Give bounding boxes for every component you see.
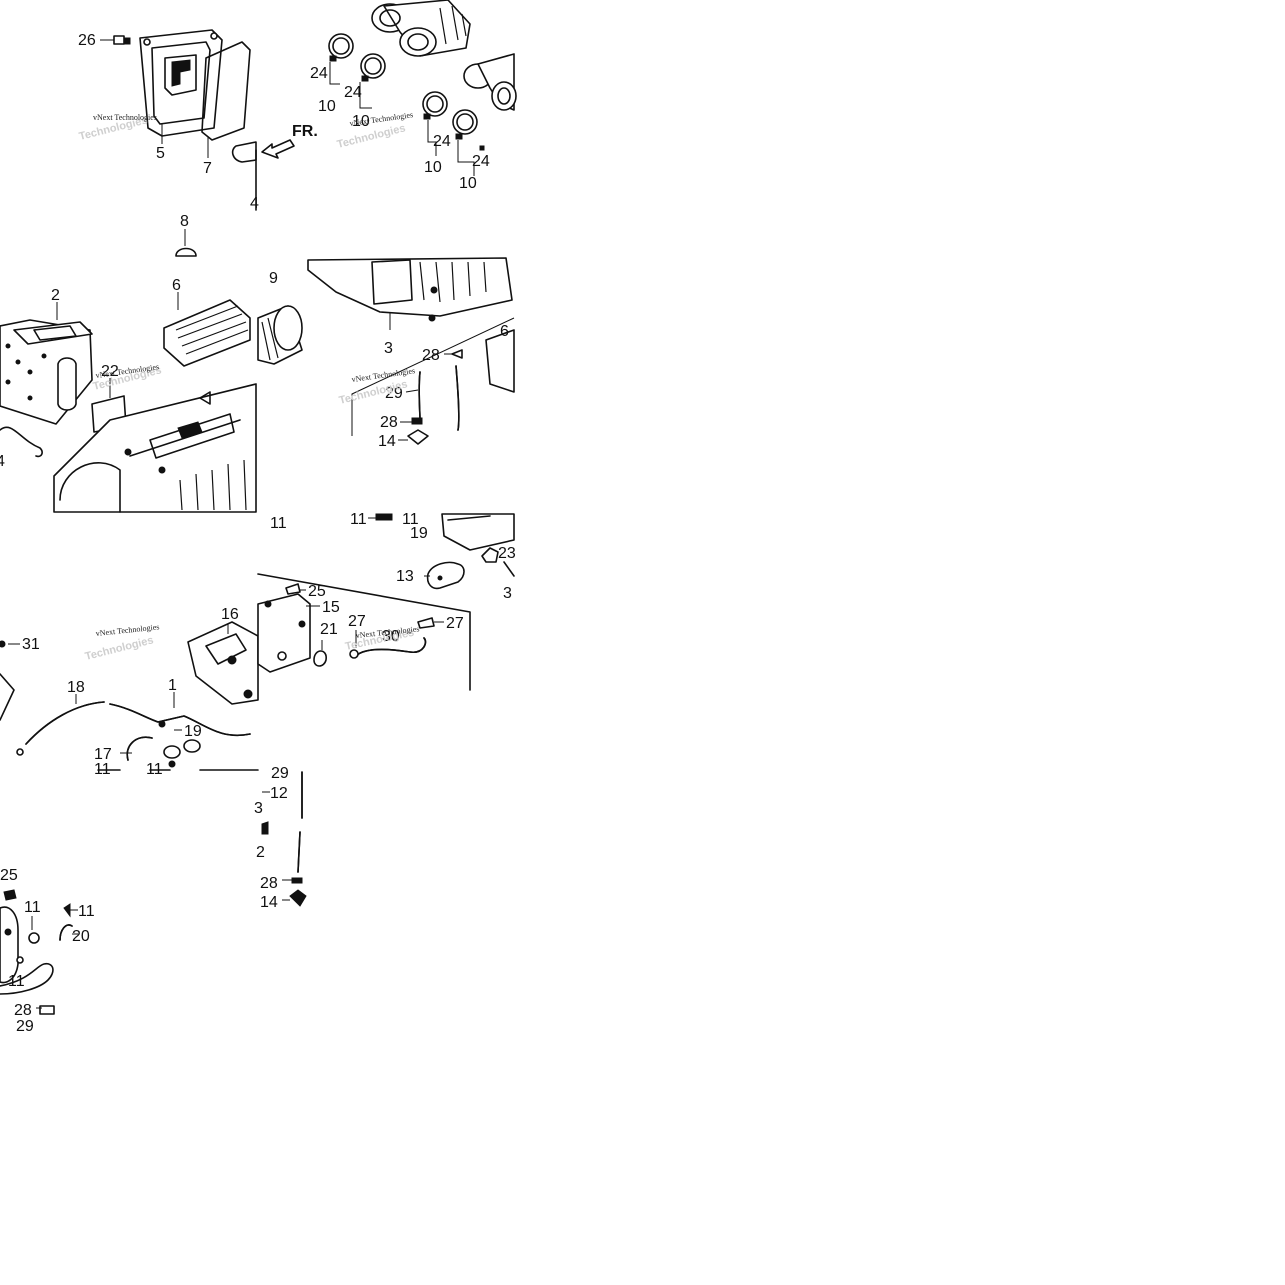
label-part-11-right: 11 [402, 511, 419, 528]
front-direction-arrow: FR. [261, 123, 318, 159]
lower-air-case [53, 383, 257, 513]
label-part-24-d: 24 [472, 153, 490, 170]
label-part-24-a: 24 [310, 65, 328, 82]
label-part-27-b: 27 [446, 615, 464, 632]
label-part-12: 12 [270, 785, 288, 802]
tile-breather-hoses: 31 16 18 1 19 17 11 11 Technologies vNex… [0, 606, 259, 778]
label-part-22: 22 [101, 363, 119, 380]
label-part-19: 19 [410, 525, 428, 542]
label-part-1: 1 [168, 677, 177, 694]
label-part-13: 13 [396, 568, 414, 585]
watermark-1: Technologies vNext Technologies [78, 113, 157, 143]
label-part-11-top: 11 [270, 515, 287, 532]
tile-cover-gasket: FR. 26 5 7 4 8 Technologies vNext Techno… [78, 29, 318, 257]
label-part-17: 17 [94, 746, 112, 763]
hose-clamps [328, 33, 485, 151]
tile-case-drain: 9 3 28 29 28 14 6 Technologies vNext Tec… [257, 257, 515, 450]
label-part-2-partial: 2 [256, 844, 265, 861]
label-part-11-c: 11 [8, 973, 25, 990]
svg-text:Technologies: Technologies [336, 122, 407, 151]
breather-hose [25, 701, 105, 745]
label-part-31: 31 [22, 636, 40, 653]
label-part-26: 26 [78, 32, 96, 49]
label-part-11-a: 11 [24, 899, 41, 916]
label-part-9: 9 [269, 270, 278, 287]
label-part-3-partial: 3 [254, 800, 263, 817]
mounting-plate [426, 561, 465, 590]
watermark-text: vNext Technologies [93, 113, 157, 122]
label-part-21: 21 [320, 621, 338, 638]
air-cleaner-cover [139, 29, 223, 137]
label-part-19: 19 [184, 723, 202, 740]
label-part-11-partial-a: 11 [94, 761, 111, 778]
air-filter-housing [0, 319, 93, 425]
label-part-24-b: 24 [344, 84, 362, 101]
drain-plug [175, 247, 197, 257]
label-part-6: 6 [172, 277, 181, 294]
connecting-tube [257, 305, 303, 365]
label-part-28-a: 28 [422, 347, 440, 364]
cover-gasket [201, 41, 251, 141]
tile-drain-tube: 29 12 3 2 28 14 [254, 765, 307, 911]
upper-air-case [307, 257, 513, 322]
grommet [481, 547, 499, 563]
label-part-6-partial: 6 [500, 323, 509, 340]
label-part-28: 28 [260, 875, 278, 892]
intake-tubes [371, 0, 517, 111]
label-part-28-b: 28 [380, 414, 398, 431]
tube-fragment [231, 141, 257, 163]
label-part-5: 5 [156, 145, 165, 162]
label-part-10-c: 10 [424, 159, 442, 176]
label-part-29-partial: 29 [16, 1018, 34, 1035]
tile-clamps-tubes: 24 10 24 10 24 10 24 10 Technologies vNe… [310, 0, 517, 192]
label-part-11-left: 11 [350, 511, 367, 528]
label-part-23: 23 [498, 545, 516, 562]
label-part-29-partial: 29 [271, 765, 289, 782]
breather-chamber [257, 593, 311, 673]
label-part-11-partial-b: 11 [146, 761, 163, 778]
label-part-25: 25 [0, 867, 18, 884]
label-part-10-d: 10 [459, 175, 477, 192]
label-part-24-c: 24 [433, 133, 451, 150]
watermark-2: Technologies vNext Technologies [336, 110, 414, 151]
label-part-30: 30 [382, 628, 400, 645]
front-arrow-label: FR. [292, 123, 318, 140]
label-part-10-b: 10 [352, 113, 370, 130]
label-part-3: 3 [384, 340, 393, 357]
watermark-5: Technologies vNext Technologies [84, 622, 160, 663]
label-part-11-b: 11 [78, 903, 95, 920]
label-part-14: 14 [378, 433, 396, 450]
label-part-15: 15 [322, 599, 340, 616]
label-part-16: 16 [221, 606, 239, 623]
label-part-28: 28 [14, 1002, 32, 1019]
tile-small-hoses: 25 11 11 20 11 28 29 [0, 867, 95, 1035]
watermark-4: Technologies vNext Technologies [338, 366, 416, 407]
label-part-18: 18 [67, 679, 85, 696]
label-part-4-partial: 4 [250, 195, 259, 212]
cover-bolt [113, 35, 131, 45]
label-part-10-a: 10 [318, 98, 336, 115]
label-part-2: 2 [51, 287, 60, 304]
label-part-25: 25 [308, 583, 326, 600]
label-part-27-a: 27 [348, 613, 366, 630]
label-part-20: 20 [72, 928, 90, 945]
tile-tank-hoses: 11 11 11 19 23 13 3 25 15 21 27 30 27 Te… [257, 511, 516, 691]
filter-element [163, 299, 251, 367]
label-part-7: 7 [203, 160, 212, 177]
svg-text:Technologies: Technologies [84, 634, 155, 663]
label-part-33-partial: 3 [503, 585, 512, 602]
label-part-4-partial: 4 [0, 453, 5, 470]
breather-separator [187, 621, 259, 705]
label-part-8: 8 [180, 213, 189, 230]
label-part-29: 29 [385, 385, 403, 402]
label-part-14: 14 [260, 894, 278, 911]
tile-filter-case: 2 6 22 4 Technologies vNext Technologies [0, 277, 257, 513]
